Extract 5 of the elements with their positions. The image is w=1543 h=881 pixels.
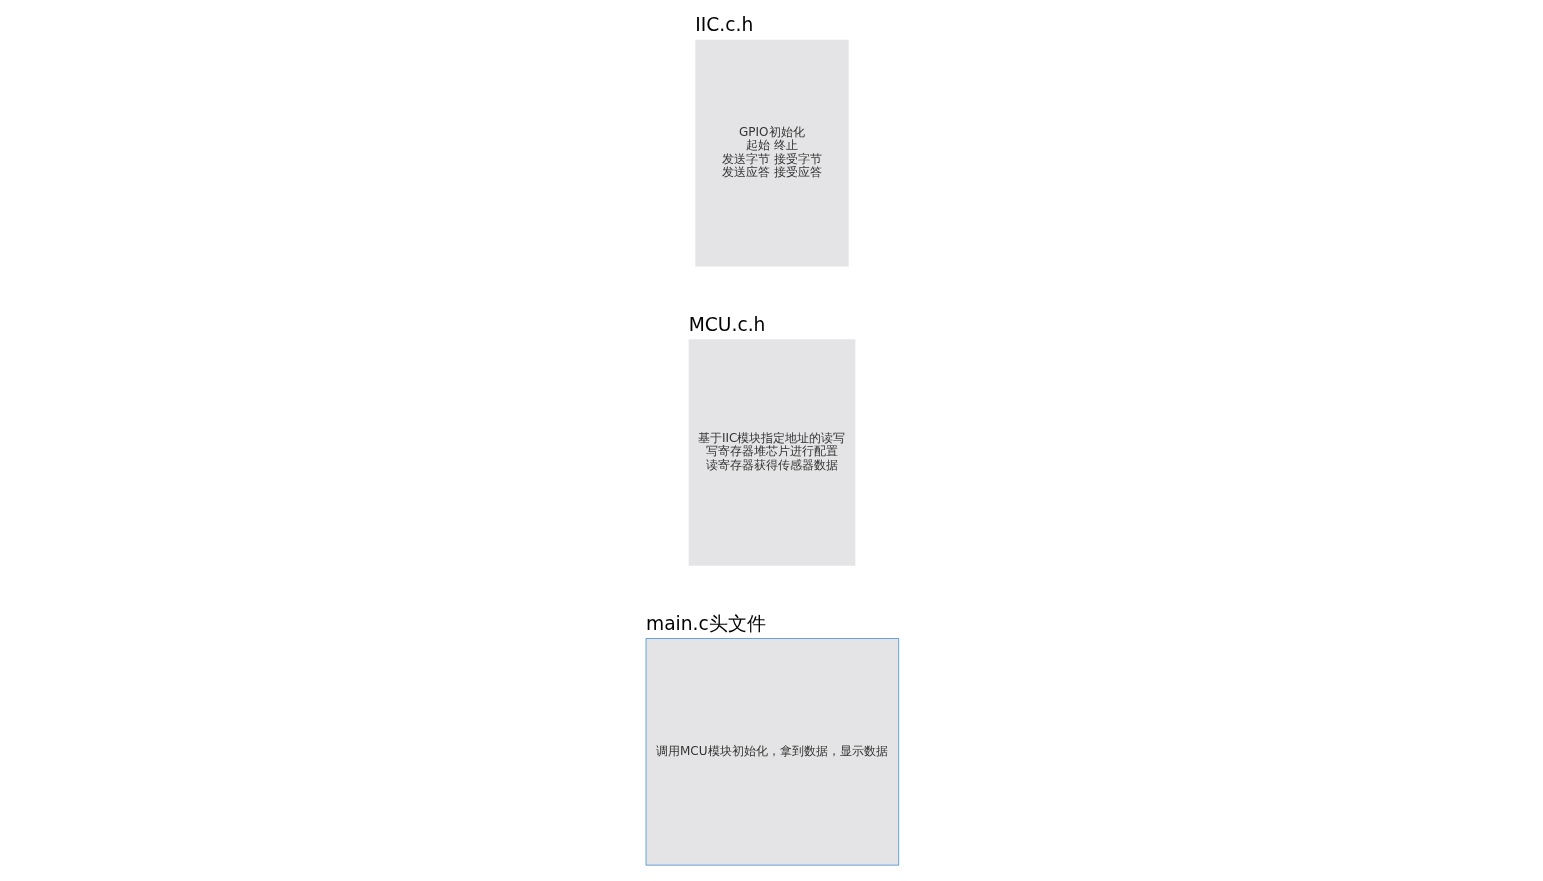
node-label: IIC.c.h: [694, 14, 753, 36]
node-label: main.c头文件: [645, 613, 766, 635]
node-box: 基于IIC模块指定地址的读写 写寄存器堆芯片进行配置 读寄存器获得传感器数据: [688, 339, 855, 566]
node-label: MCU.c.h: [688, 313, 765, 335]
node-box: GPIO初始化 起始 终止 发送字节 接受字节 发送应答 接受应答: [694, 39, 849, 267]
